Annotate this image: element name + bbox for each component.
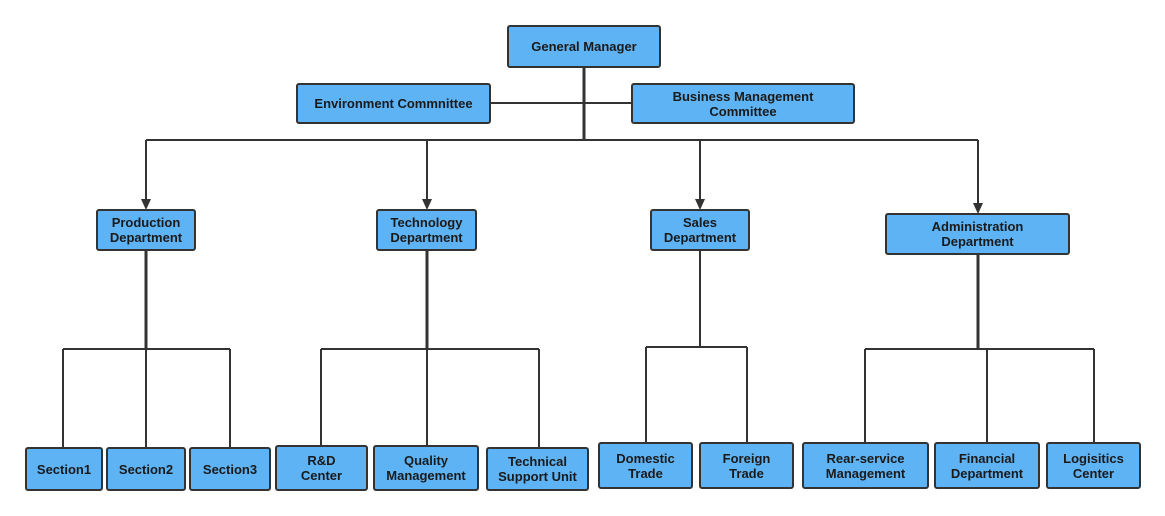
logistics-label-line1: Logisitics xyxy=(1063,450,1124,466)
foreign-label-line2: Trade xyxy=(729,465,764,481)
logistics-label-line2: Center xyxy=(1072,465,1115,481)
rear-service-label-line1: Rear-service xyxy=(826,450,905,466)
arrow-sales xyxy=(695,199,705,210)
arrow-administration xyxy=(973,203,983,214)
financial-label-line1: Financial xyxy=(958,450,1016,466)
section2-label: Section2 xyxy=(118,461,174,477)
node-rear-service-management: Rear-service Management xyxy=(802,442,929,489)
tech-support-label-line2: Support Unit xyxy=(498,469,577,484)
section1-label: Section1 xyxy=(36,461,92,477)
business-committee-label-line1: Business Management xyxy=(672,88,814,104)
production-label-line1: Production xyxy=(111,215,181,230)
node-technical-support-unit: Technical Support Unit xyxy=(486,447,589,491)
node-production-department: Production Department xyxy=(96,209,196,251)
domestic-label-line2: Trade xyxy=(628,465,663,481)
node-environment-committee: Environment Commnittee xyxy=(296,83,491,124)
general-manager-label: General Manager xyxy=(531,39,637,54)
node-general-manager: General Manager xyxy=(507,25,661,68)
business-committee-label-line2: Committee xyxy=(709,103,777,119)
tech-support-label-line1: Technical xyxy=(507,454,567,469)
technology-label-line1: Technology xyxy=(390,215,463,230)
rear-service-label-line2: Management xyxy=(825,465,906,481)
node-financial-department: Financial Department xyxy=(934,442,1040,489)
node-foreign-trade: Foreign Trade xyxy=(699,442,794,489)
section3-label: Section3 xyxy=(202,461,258,477)
rd-label-line1: R&D xyxy=(307,453,336,468)
production-label-line2: Department xyxy=(109,230,183,245)
node-section3: Section3 xyxy=(189,447,271,491)
node-business-management-committee: Business Management Committee xyxy=(631,83,855,124)
node-domestic-trade: Domestic Trade xyxy=(598,442,693,489)
domestic-label-line1: Domestic xyxy=(616,450,675,466)
foreign-label-line1: Foreign xyxy=(722,450,771,466)
arrow-production xyxy=(141,199,151,210)
node-section2: Section2 xyxy=(106,447,186,491)
administration-label-line2: Department xyxy=(941,234,1014,249)
quality-label-line2: Management xyxy=(386,468,466,483)
node-sales-department: Sales Department xyxy=(650,209,750,251)
sales-label-line2: Department xyxy=(663,230,737,245)
environment-committee-label: Environment Commnittee xyxy=(314,96,473,111)
administration-label-line1: Administration xyxy=(931,219,1024,234)
rd-label-line2: Center xyxy=(300,468,343,483)
node-technology-department: Technology Department xyxy=(376,209,477,251)
quality-label-line1: Quality xyxy=(403,453,449,468)
node-administration-department: Administration Department xyxy=(885,213,1070,255)
node-logistics-center: Logisitics Center xyxy=(1046,442,1141,489)
sales-label-line1: Sales xyxy=(683,215,717,230)
technology-label-line2: Department xyxy=(390,230,463,245)
arrow-technology xyxy=(422,199,432,210)
node-quality-management: Quality Management xyxy=(373,445,479,491)
node-section1: Section1 xyxy=(25,447,103,491)
node-rd-center: R&D Center xyxy=(275,445,368,491)
financial-label-line2: Department xyxy=(950,465,1024,481)
